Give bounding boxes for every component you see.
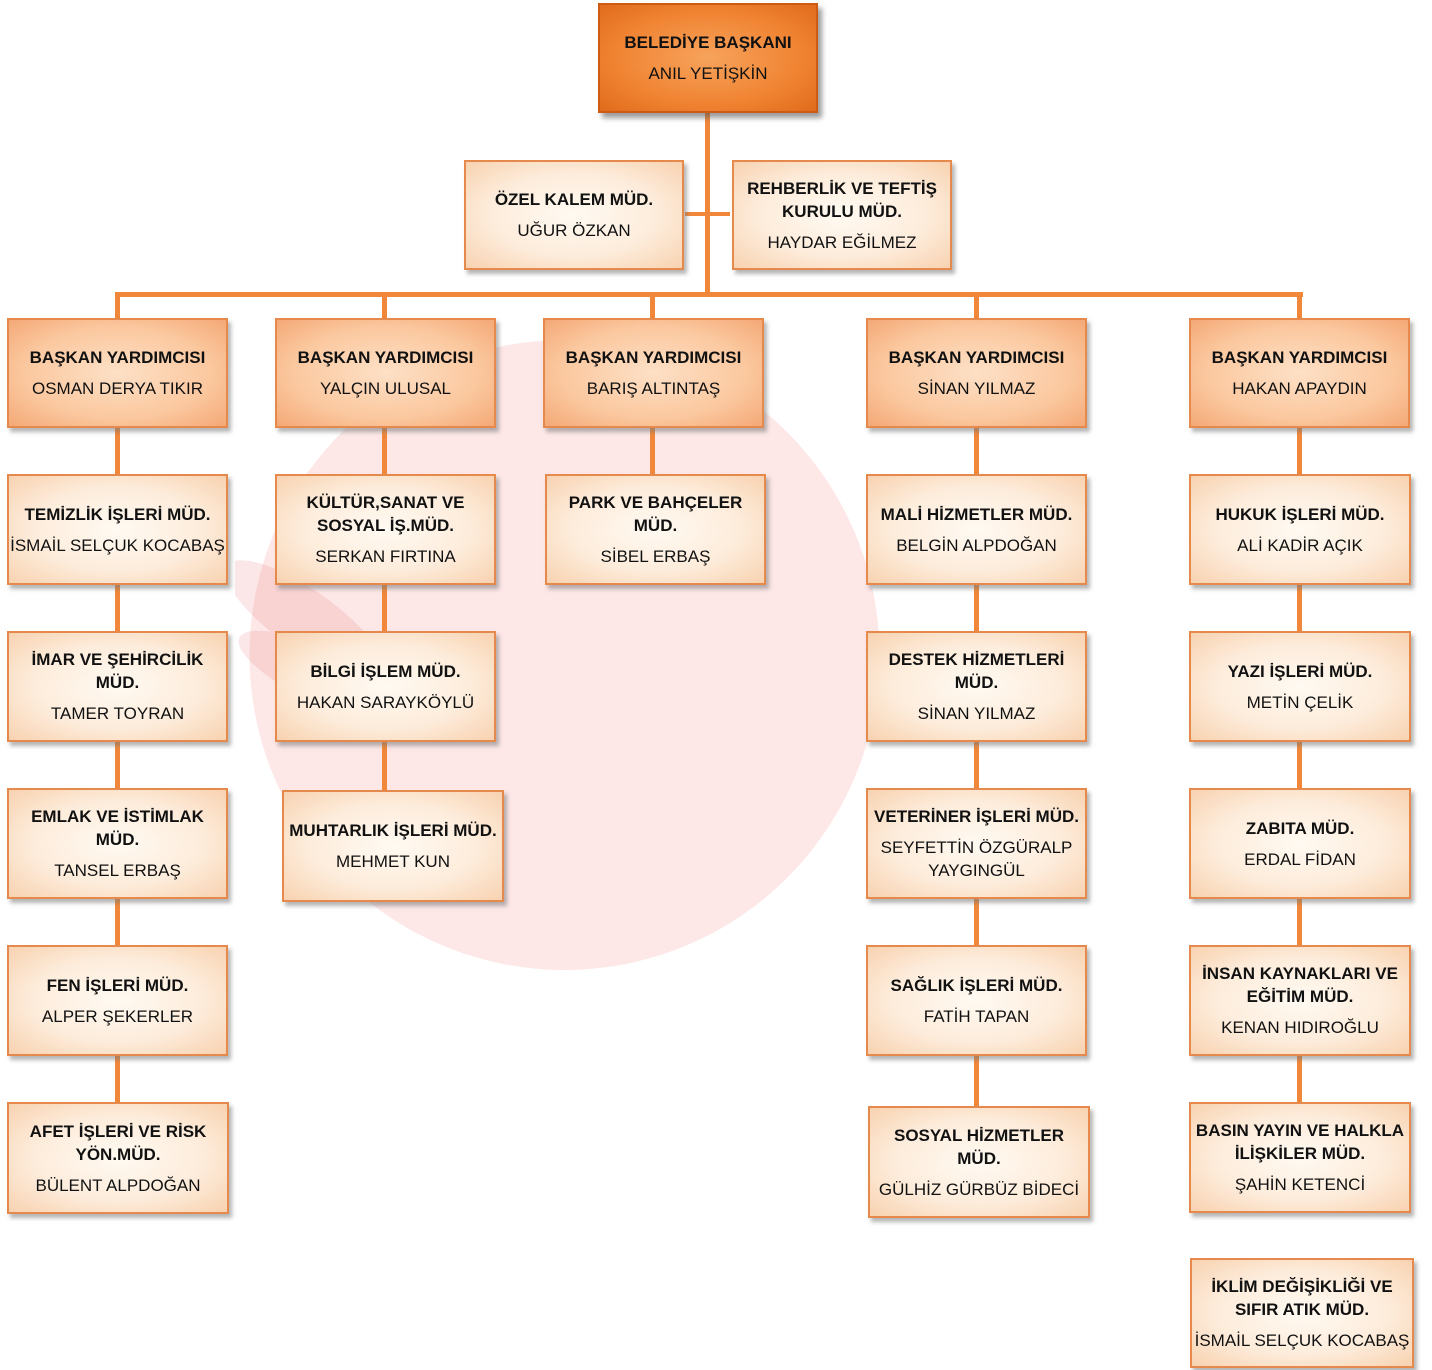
deputy-title: BAŞKAN YARDIMCISI [29,348,206,367]
unit-box: BİLGİ İŞLEM MÜD. HAKAN SARAYKÖYLÜ [275,631,496,742]
unit-name: SEYFETTİN ÖZGÜRALP YAYGINGÜL [880,838,1073,880]
staff-box-inspection-board: REHBERLİK VE TEFTİŞ KURULU MÜD. HAYDAR E… [732,160,952,270]
unit-title: TEMİZLİK İŞLERİ MÜD. [24,504,211,524]
unit-name: ERDAL FİDAN [1244,849,1356,869]
unit-name: ŞAHİN KETENCİ [1234,1175,1366,1194]
unit-title: BİLGİ İŞLEM MÜD. [310,661,461,681]
unit-name: ALPER ŞEKERLER [41,1006,194,1026]
unit-title: ZABITA MÜD. [1245,818,1355,838]
unit-title: AFET İŞLERİ VE RİSK YÖN.MÜD. [29,1121,207,1164]
unit-box: VETERİNER İŞLERİ MÜD. SEYFETTİN ÖZGÜRALP… [866,788,1087,899]
deputy-name: OSMAN DERYA TIKIR [32,379,203,398]
unit-name: İSMAİL SELÇUK KOCABAŞ [10,535,225,555]
unit-box: İKLİM DEĞİŞİKLİĞİ VE SIFIR ATIK MÜD. İSM… [1190,1258,1414,1368]
unit-name: İSMAİL SELÇUK KOCABAŞ [1194,1330,1410,1350]
unit-box: MUHTARLIK İŞLERİ MÜD. MEHMET KUN [282,790,504,902]
staff-title: REHBERLİK VE TEFTİŞ KURULU MÜD. [747,178,937,221]
unit-name: GÜLHİZ GÜRBÜZ BİDECİ [878,1179,1080,1199]
unit-title: MALİ HİZMETLER MÜD. [880,504,1073,524]
deputy-title: BAŞKAN YARDIMCISI [1211,348,1388,367]
unit-title: MUHTARLIK İŞLERİ MÜD. [289,821,497,840]
unit-name: SİBEL ERBAŞ [600,547,711,566]
deputy-box: BAŞKAN YARDIMCISI BARIŞ ALTINTAŞ [543,318,764,428]
unit-name: KENAN HIDIROĞLU [1221,1018,1379,1037]
unit-title: SAĞLIK İŞLERİ MÜD. [890,975,1063,995]
unit-name: SİNAN YILMAZ [917,704,1036,723]
unit-box: PARK VE BAHÇELER MÜD. SİBEL ERBAŞ [545,474,766,585]
unit-title: YAZI İŞLERİ MÜD. [1227,661,1373,681]
unit-title: İMAR VE ŞEHİRCİLİK MÜD. [31,650,204,692]
deputy-box: BAŞKAN YARDIMCISI HAKAN APAYDIN [1189,318,1410,428]
unit-box: DESTEK HİZMETLERİ MÜD. SİNAN YILMAZ [866,631,1087,742]
unit-box: YAZI İŞLERİ MÜD. METİN ÇELİK [1189,631,1411,742]
unit-name: TANSEL ERBAŞ [54,861,181,880]
unit-box: EMLAK VE İSTİMLAK MÜD. TANSEL ERBAŞ [7,788,228,899]
unit-box: ZABITA MÜD. ERDAL FİDAN [1189,788,1411,899]
unit-box: FEN İŞLERİ MÜD. ALPER ŞEKERLER [7,945,228,1056]
unit-name: MEHMET KUN [336,852,450,871]
unit-box: MALİ HİZMETLER MÜD. BELGİN ALPDOĞAN [866,474,1087,585]
deputy-box: BAŞKAN YARDIMCISI SİNAN YILMAZ [866,318,1087,428]
unit-box: İNSAN KAYNAKLARI VE EĞİTİM MÜD. KENAN HI… [1189,945,1411,1056]
unit-name: METİN ÇELİK [1246,692,1354,712]
deputy-name: BARIŞ ALTINTAŞ [586,379,721,398]
deputy-title: BAŞKAN YARDIMCISI [565,348,742,367]
staff-box-private-office: ÖZEL KALEM MÜD. UĞUR ÖZKAN [464,160,684,270]
unit-title: İKLİM DEĞİŞİKLİĞİ VE SIFIR ATIK MÜD. [1211,1276,1393,1319]
mayor-name: ANIL YETİŞKİN [648,64,768,83]
unit-box: KÜLTÜR,SANAT VE SOSYAL İŞ.MÜD. SERKAN FI… [275,474,496,585]
mayor-box: BELEDİYE BAŞKANI ANIL YETİŞKİN [598,3,818,113]
unit-title: EMLAK VE İSTİMLAK MÜD. [31,807,204,849]
unit-name: BELGİN ALPDOĞAN [896,535,1057,555]
unit-name: FATİH TAPAN [923,1006,1030,1026]
unit-name: BÜLENT ALPDOĞAN [35,1175,201,1195]
deputy-title: BAŞKAN YARDIMCISI [297,348,474,367]
unit-title: KÜLTÜR,SANAT VE SOSYAL İŞ.MÜD. [306,493,465,535]
unit-name: ALİ KADİR AÇIK [1237,535,1363,555]
unit-box: SAĞLIK İŞLERİ MÜD. FATİH TAPAN [866,945,1087,1056]
unit-title: DESTEK HİZMETLERİ MÜD. [888,650,1065,692]
unit-title: PARK VE BAHÇELER MÜD. [568,493,743,535]
unit-title: SOSYAL HİZMETLER MÜD. [893,1125,1065,1168]
unit-box: HUKUK İŞLERİ MÜD. ALİ KADİR AÇIK [1189,474,1411,585]
unit-name: HAKAN SARAYKÖYLÜ [296,692,475,712]
unit-box: TEMİZLİK İŞLERİ MÜD. İSMAİL SELÇUK KOCAB… [7,474,228,585]
staff-name: UĞUR ÖZKAN [517,221,631,240]
unit-title: FEN İŞLERİ MÜD. [46,975,189,995]
unit-box: BASIN YAYIN VE HALKLA İLİŞKİLER MÜD. ŞAH… [1189,1102,1411,1213]
unit-title: BASIN YAYIN VE HALKLA İLİŞKİLER MÜD. [1195,1121,1405,1163]
unit-title: VETERİNER İŞLERİ MÜD. [874,807,1079,826]
deputy-box: BAŞKAN YARDIMCISI OSMAN DERYA TIKIR [7,318,228,428]
unit-title: HUKUK İŞLERİ MÜD. [1215,504,1385,524]
unit-title: İNSAN KAYNAKLARI VE EĞİTİM MÜD. [1202,964,1398,1006]
staff-name: HAYDAR EĞİLMEZ [767,232,917,252]
unit-name: TAMER TOYRAN [50,704,185,723]
deputy-name: YALÇIN ULUSAL [319,379,451,398]
unit-box: İMAR VE ŞEHİRCİLİK MÜD. TAMER TOYRAN [7,631,228,742]
deputy-title: BAŞKAN YARDIMCISI [888,348,1065,367]
unit-name: SERKAN FIRTINA [315,547,456,566]
deputy-name: HAKAN APAYDIN [1232,379,1367,398]
unit-box: AFET İŞLERİ VE RİSK YÖN.MÜD. BÜLENT ALPD… [7,1102,229,1214]
deputy-name: SİNAN YILMAZ [917,379,1036,398]
mayor-title: BELEDİYE BAŞKANI [624,33,792,52]
unit-box: SOSYAL HİZMETLER MÜD. GÜLHİZ GÜRBÜZ BİDE… [868,1106,1090,1218]
deputy-box: BAŞKAN YARDIMCISI YALÇIN ULUSAL [275,318,496,428]
staff-title: ÖZEL KALEM MÜD. [494,190,654,209]
